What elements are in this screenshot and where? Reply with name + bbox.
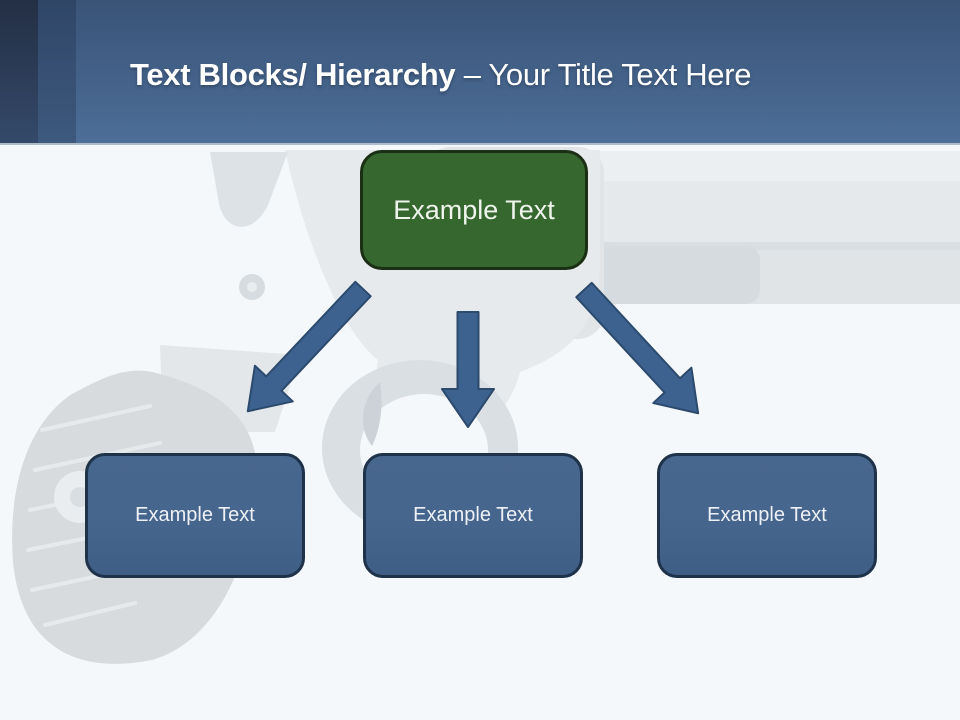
accent-stripe-medium	[38, 0, 76, 143]
connector-arrow-right	[575, 281, 700, 415]
slide-title-regular: – Your Title Text Here	[455, 57, 752, 92]
title-bar: Text Blocks/ Hierarchy – Your Title Text…	[0, 0, 960, 145]
hierarchy-root-box: Example Text	[360, 150, 588, 270]
accent-stripe-dark	[0, 0, 38, 143]
hierarchy-child-box-2: Example Text	[363, 453, 583, 578]
hierarchy-child-label-2: Example Text	[413, 504, 533, 526]
hierarchy-child-box-1: Example Text	[85, 453, 305, 578]
slide-title-bold: Text Blocks/ Hierarchy	[130, 57, 456, 92]
connector-arrow-center	[441, 311, 495, 428]
hierarchy-root-label: Example Text	[393, 194, 555, 225]
connector-arrow-left	[246, 280, 372, 413]
hierarchy-child-label-1: Example Text	[135, 504, 255, 526]
hierarchy-child-box-3: Example Text	[657, 453, 877, 578]
hierarchy-child-label-3: Example Text	[707, 504, 827, 526]
slide-title: Text Blocks/ Hierarchy – Your Title Text…	[130, 56, 930, 94]
